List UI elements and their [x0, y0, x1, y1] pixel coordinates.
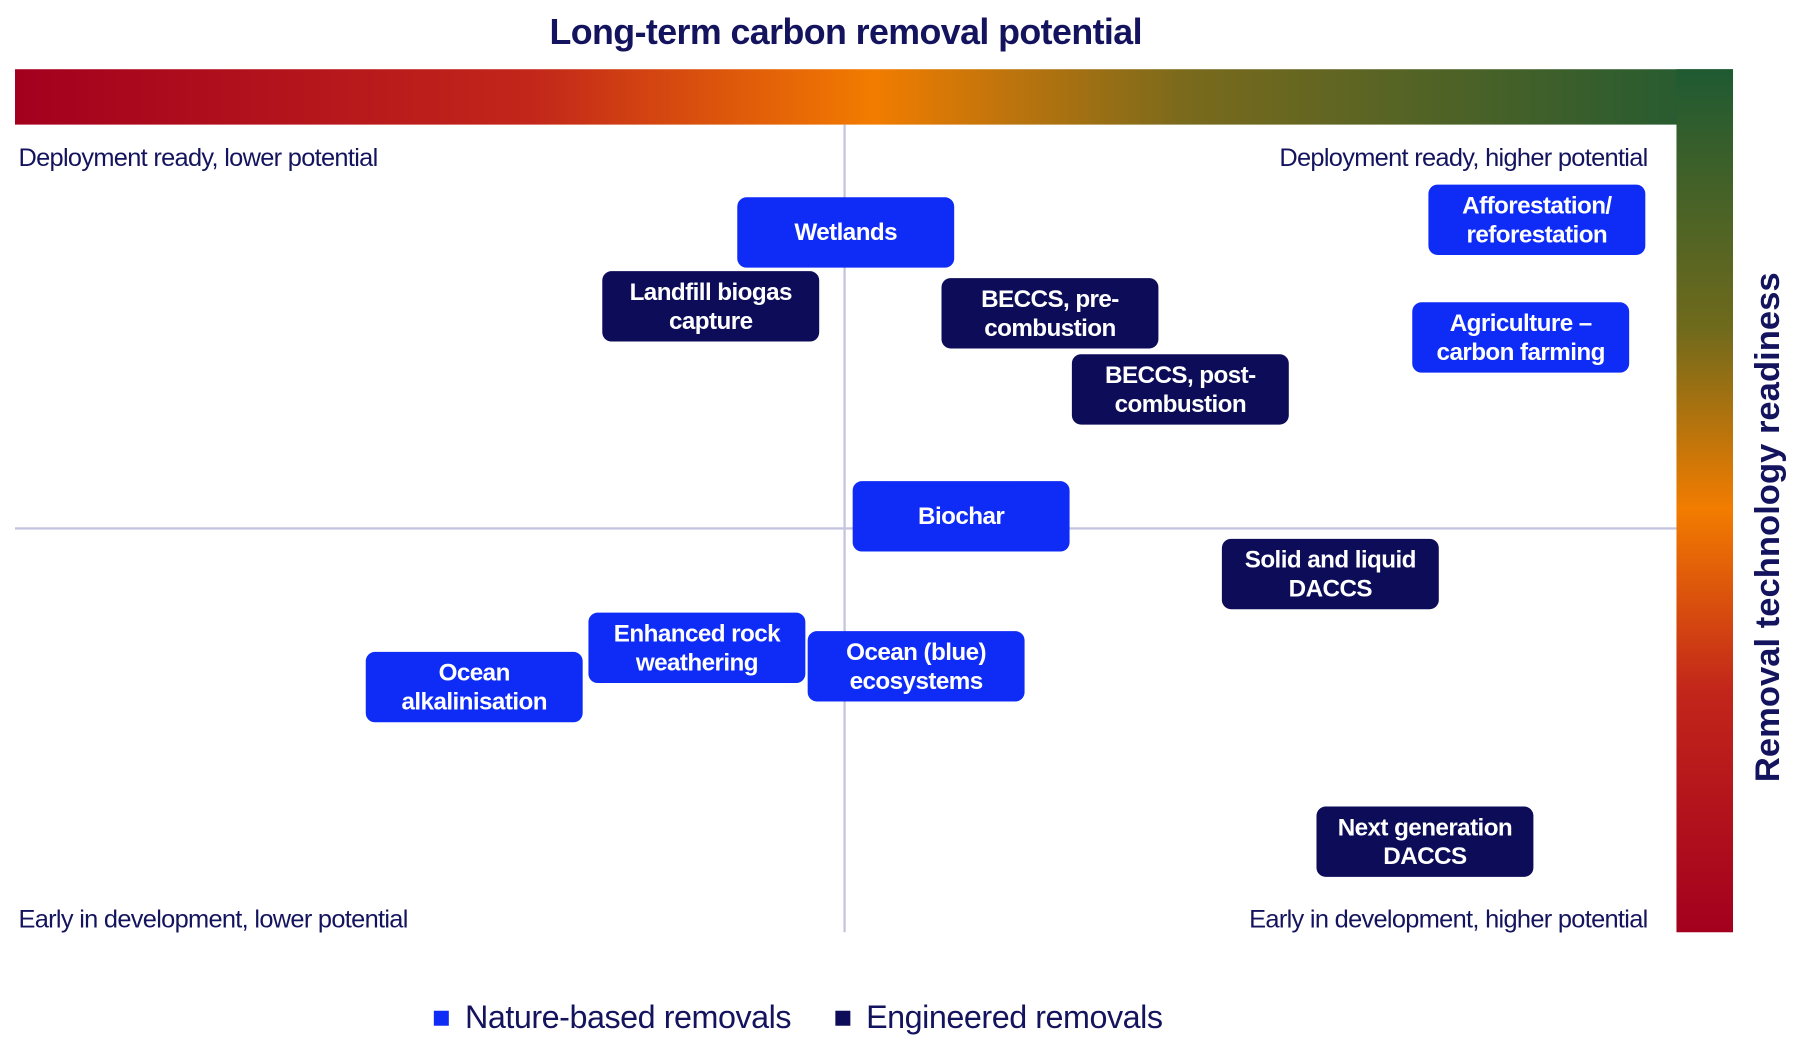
- legend-item-engineered: Engineered removals: [834, 999, 1163, 1036]
- removal-box: Agriculture – carbon farming: [1412, 302, 1630, 373]
- removal-box: Ocean (blue) ecosystems: [807, 631, 1025, 702]
- removal-box-label: Ocean alkalinisation: [401, 659, 547, 715]
- removal-box-label: Landfill biogas capture: [629, 278, 793, 335]
- legend-label: Nature-based removals: [464, 999, 792, 1035]
- removal-box-label: Next generation DACCS: [1337, 814, 1513, 870]
- readiness-gradient-bar: [1676, 69, 1734, 933]
- removal-box-label: Biochar: [918, 503, 1005, 530]
- removal-box-label: Solid and liquid DACCS: [1244, 546, 1417, 602]
- removal-box-label: Wetlands: [794, 219, 898, 246]
- legend-swatch-nature: [433, 1010, 449, 1026]
- diagram-title: Long-term carbon removal potential: [549, 11, 1142, 52]
- removal-box: Enhanced rock weathering: [588, 612, 806, 684]
- quadrant-label-bottom-left: Early in development, lower potential: [18, 904, 408, 934]
- removal-box-label: BECCS, pre-combustion: [981, 285, 1119, 341]
- legend-swatch-engineered: [834, 1010, 850, 1026]
- quadrant-label-top-right: Deployment ready, higher potential: [1279, 143, 1648, 172]
- quadrant-label-bottom-right: Early in development, higher potential: [1249, 904, 1648, 934]
- removal-box: Biochar: [852, 481, 1070, 552]
- removal-box: Ocean alkalinisation: [365, 651, 583, 723]
- legend: Nature-based removals Engineered removal…: [433, 999, 1207, 1036]
- removal-box: BECCS, pre-combustion: [941, 278, 1159, 349]
- removal-box: Landfill biogas capture: [602, 271, 820, 342]
- legend-item-nature: Nature-based removals: [433, 999, 792, 1036]
- removal-box: Next generation DACCS: [1316, 806, 1534, 877]
- removal-box: BECCS, post-combustion: [1071, 354, 1289, 425]
- removal-box: Wetlands: [737, 197, 955, 268]
- legend-label: Engineered removals: [866, 999, 1163, 1035]
- removal-box-label: Afforestation/ reforestation: [1462, 192, 1612, 248]
- removal-box: Afforestation/ reforestation: [1428, 184, 1646, 255]
- potential-gradient-bar: [14, 69, 1734, 125]
- removal-box-label: Enhanced rock weathering: [613, 620, 781, 676]
- quadrant-label-top-left: Deployment ready, lower potential: [18, 143, 378, 172]
- horizontal-divider: [14, 527, 1677, 530]
- removal-box-label: Ocean (blue) ecosystems: [846, 638, 987, 695]
- removal-box: Solid and liquid DACCS: [1221, 538, 1439, 610]
- removal-box-label: BECCS, post-combustion: [1105, 361, 1256, 418]
- y-axis-label: Removal technology readiness: [1749, 272, 1788, 783]
- removal-box-label: Agriculture – carbon farming: [1436, 309, 1606, 366]
